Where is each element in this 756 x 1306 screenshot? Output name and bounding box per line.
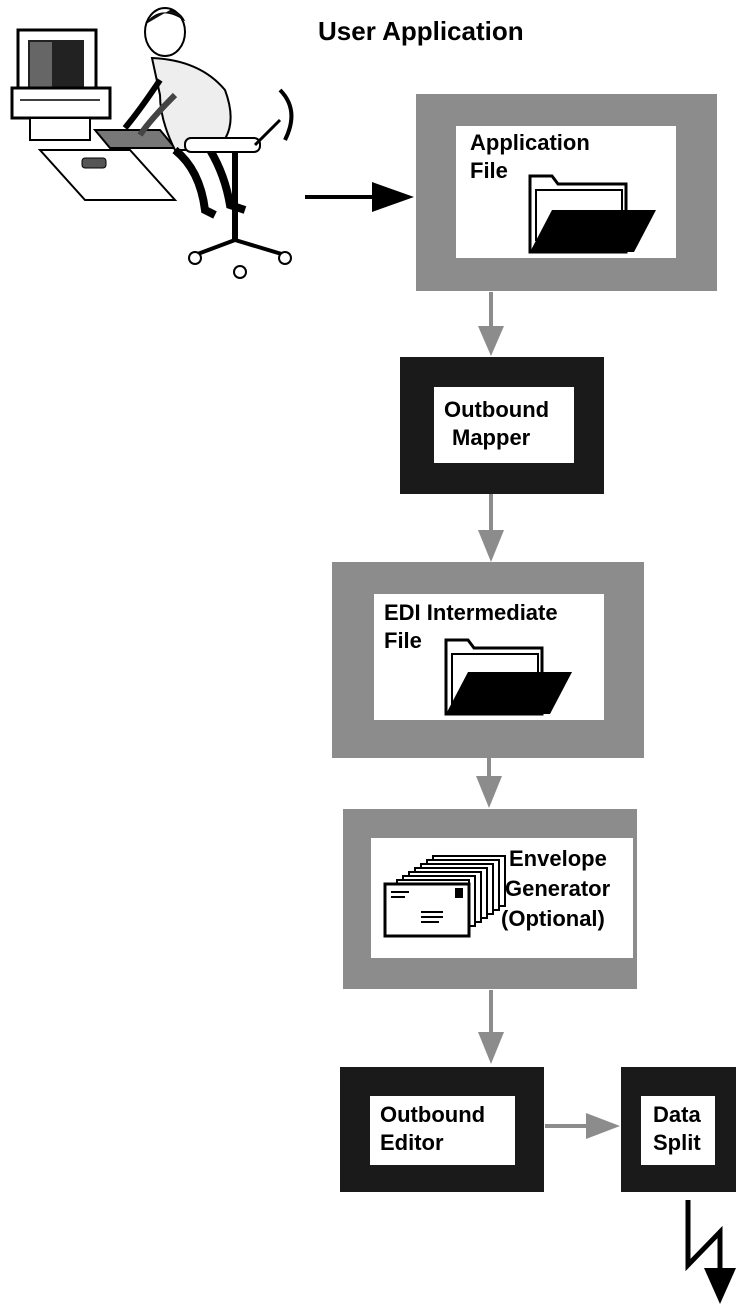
envelope-generator-label-line3: (Optional) — [501, 906, 605, 931]
page-title: User Application — [318, 16, 524, 46]
arrow-envelope-generator-to-outbound-editor — [478, 990, 504, 1064]
envelopes-icon — [383, 855, 506, 938]
edi-file-label-line1: EDI Intermediate — [384, 600, 558, 625]
arrow-application-file-to-outbound-mapper — [478, 292, 504, 356]
envelope-generator-label-line2: Generator — [505, 876, 611, 901]
user-at-computer-icon — [10, 7, 294, 279]
arrow-outbound-editor-to-data-split — [545, 1113, 620, 1139]
outbound-mapper-node: Outbound Mapper — [400, 357, 604, 494]
edi-intermediate-file-node: EDI Intermediate File — [332, 562, 644, 758]
envelope-generator-label-line1: Envelope — [509, 846, 607, 871]
outbound-mapper-label-line2: Mapper — [452, 425, 531, 450]
envelope-generator-node: Envelope Generator (Optional) — [343, 809, 637, 989]
outbound-mapper-label-line1: Outbound — [444, 397, 550, 422]
arrow-edi-file-to-envelope-generator — [476, 758, 502, 808]
application-file-node: Application File — [416, 94, 717, 291]
outbound-editor-label-line2: Editor — [380, 1130, 444, 1155]
edi-file-label-line2: File — [384, 628, 422, 653]
outbound-editor-node: Outbound Editor — [340, 1067, 544, 1192]
data-split-label-line1: Data — [653, 1102, 701, 1127]
folder-icon — [444, 638, 572, 716]
lightning-output-arrow — [685, 1200, 736, 1304]
application-file-label-line1: Application — [470, 130, 590, 155]
outbound-editor-label-line1: Outbound — [380, 1102, 486, 1127]
data-split-label-line2: Split — [653, 1130, 701, 1155]
data-split-node: Data Split — [621, 1067, 736, 1192]
arrow-user-to-application-file — [305, 182, 414, 212]
folder-icon — [528, 174, 656, 254]
arrow-outbound-mapper-to-edi-file — [478, 494, 504, 562]
application-file-label-line2: File — [470, 158, 508, 183]
